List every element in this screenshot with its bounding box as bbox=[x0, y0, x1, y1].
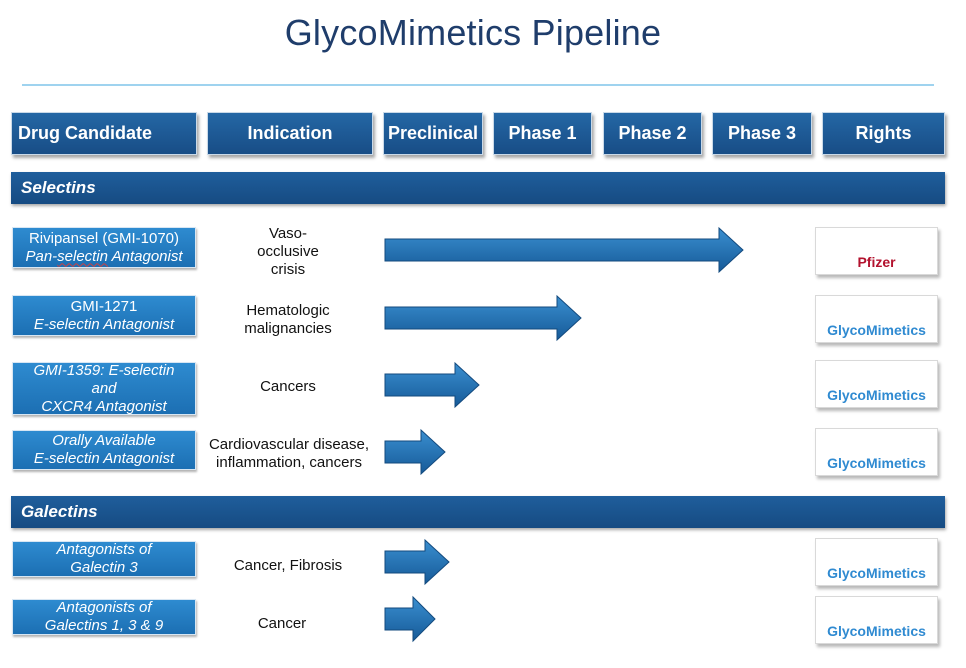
candidate-name: GMI-1359: E-selectin bbox=[33, 361, 175, 379]
candidate-target: E-selectin Antagonist bbox=[33, 315, 175, 333]
indication-text: Cardiovascular disease, inflammation, ca… bbox=[208, 436, 370, 471]
candidate-galectins-1-3-9: Antagonists of Galectins 1, 3 & 9 bbox=[12, 599, 196, 635]
indication-text: Vaso-occlusive crisis bbox=[257, 225, 319, 278]
header-preclinical: Preclinical bbox=[383, 112, 483, 155]
candidate-target: Galectin 3 bbox=[70, 559, 138, 576]
rights-glycomimetics: GlycoMimetics bbox=[815, 538, 938, 586]
section-galectins: Galectins bbox=[11, 496, 945, 528]
rights-glycomimetics: GlycoMimetics bbox=[815, 360, 938, 408]
header-phase-1: Phase 1 bbox=[493, 112, 592, 155]
progress-arrow bbox=[384, 538, 450, 586]
candidate-target: CXCR4 Antagonist bbox=[41, 397, 167, 415]
header-phase-3: Phase 3 bbox=[712, 112, 812, 155]
candidate-target: E-selectin Antagonist bbox=[33, 450, 175, 467]
indication-text: Cancer bbox=[257, 615, 307, 632]
rights-glycomimetics: GlycoMimetics bbox=[815, 428, 938, 476]
candidate-target: Galectins 1, 3 & 9 bbox=[44, 617, 164, 634]
progress-arrow bbox=[384, 361, 480, 409]
progress-arrow bbox=[384, 428, 446, 476]
candidate-orally-available: Orally Available E-selectin Antagonist bbox=[12, 430, 196, 470]
indication-text: Cancer, Fibrosis bbox=[233, 557, 343, 574]
section-selectins: Selectins bbox=[11, 172, 945, 204]
progress-arrow bbox=[384, 226, 744, 274]
candidate-rivipansel: Rivipansel (GMI-1070) Pan-selectin Antag… bbox=[12, 227, 196, 268]
rights-glycomimetics: GlycoMimetics bbox=[815, 596, 938, 644]
header-indication: Indication bbox=[207, 112, 373, 155]
candidate-name: Orally Available bbox=[52, 432, 156, 449]
candidate-gmi-1359: GMI-1359: E-selectin and CXCR4 Antagonis… bbox=[12, 362, 196, 415]
indication-text: Hematologic malignancies bbox=[244, 302, 332, 337]
candidate-name: Rivipansel (GMI-1070) bbox=[28, 229, 180, 247]
indication-text: Cancers bbox=[260, 378, 316, 395]
candidate-name: Antagonists of bbox=[56, 541, 152, 558]
rights-pfizer: Pfizer bbox=[815, 227, 938, 275]
candidate-target: Pan-selectin Antagonist bbox=[25, 247, 183, 265]
header-phase-2: Phase 2 bbox=[603, 112, 702, 155]
header-drug-candidate: Drug Candidate bbox=[11, 112, 197, 155]
progress-arrow bbox=[384, 294, 582, 342]
header-rights: Rights bbox=[822, 112, 945, 155]
page-title: GlycoMimetics Pipeline bbox=[284, 12, 662, 53]
rights-glycomimetics: GlycoMimetics bbox=[815, 295, 938, 343]
candidate-galectin-3: Antagonists of Galectin 3 bbox=[12, 541, 196, 577]
candidate-name: GMI-1271 bbox=[70, 297, 138, 315]
candidate-name: Antagonists of bbox=[56, 599, 152, 616]
candidate-gmi-1271: GMI-1271 E-selectin Antagonist bbox=[12, 295, 196, 336]
title-divider bbox=[22, 84, 934, 86]
progress-arrow bbox=[384, 595, 436, 643]
candidate-conjunction: and bbox=[91, 379, 117, 397]
